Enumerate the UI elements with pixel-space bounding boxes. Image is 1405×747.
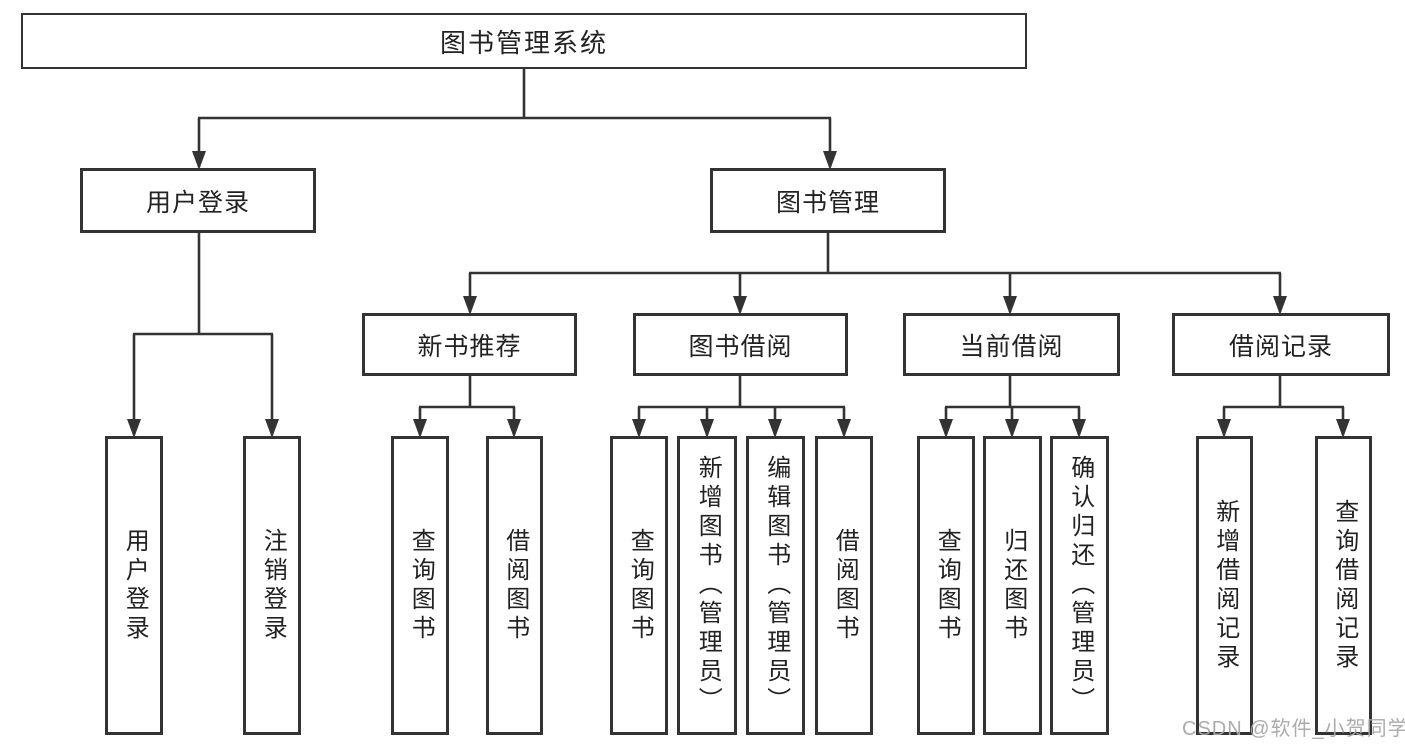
node-label: 图书管理	[775, 188, 880, 217]
node-label: 新增图书（管理员）	[694, 455, 722, 716]
node-new-book-recommendation: 新书推荐	[362, 313, 577, 376]
leaf-edit-book-admin: 编辑图书（管理员）	[746, 436, 805, 735]
node-label: 借阅图书	[501, 527, 529, 644]
node-label: 图书管理系统	[439, 27, 608, 58]
leaf-add-book-admin: 新增图书（管理员）	[677, 436, 737, 735]
node-label: 借阅图书	[831, 527, 859, 644]
node-label: 用户登录	[121, 527, 149, 644]
node-borrowing-records: 借阅记录	[1172, 313, 1390, 376]
leaf-return-books: 归还图书	[983, 436, 1042, 735]
leaf-borrow-books-borrowing: 借阅图书	[815, 436, 873, 735]
leaf-query-books-borrowing: 查询图书	[610, 436, 668, 735]
node-book-borrowing: 图书借阅	[633, 313, 848, 376]
node-label: 新书推荐	[417, 332, 522, 361]
arrowheads	[127, 151, 1350, 438]
leaf-borrow-books-recommend: 借阅图书	[486, 436, 543, 735]
node-label: 查询图书	[933, 527, 961, 644]
node-label: 当前借阅	[959, 332, 1064, 361]
leaf-user-login: 用户登录	[105, 436, 163, 735]
node-label: 查询图书	[407, 527, 435, 644]
node-label: 查询借阅记录	[1330, 498, 1358, 673]
leaf-query-books-current: 查询图书	[917, 436, 975, 735]
node-book-management: 图书管理	[710, 168, 946, 233]
node-user-login: 用户登录	[80, 168, 316, 233]
node-label: 用户登录	[145, 188, 250, 217]
leaf-logout: 注销登录	[243, 436, 301, 735]
watermark-text: CSDN @软件_小贺同学	[1182, 718, 1405, 740]
node-book-management-system: 图书管理系统	[21, 13, 1027, 69]
node-label: 图书借阅	[688, 332, 793, 361]
leaf-query-books-recommend: 查询图书	[391, 436, 449, 735]
node-label: 查询图书	[626, 527, 654, 644]
leaf-add-borrow-record: 新增借阅记录	[1196, 436, 1253, 735]
leaf-confirm-return-admin: 确认归还（管理员）	[1050, 436, 1109, 735]
node-label: 新增借阅记录	[1211, 498, 1239, 673]
node-label: 注销登录	[259, 527, 287, 644]
node-current-borrowing: 当前借阅	[903, 313, 1120, 376]
node-label: 编辑图书（管理员）	[762, 455, 790, 716]
node-label: 借阅记录	[1228, 332, 1333, 361]
leaf-query-borrow-record: 查询借阅记录	[1315, 436, 1372, 735]
node-label: 归还图书	[999, 527, 1027, 644]
node-label: 确认归还（管理员）	[1066, 455, 1094, 716]
